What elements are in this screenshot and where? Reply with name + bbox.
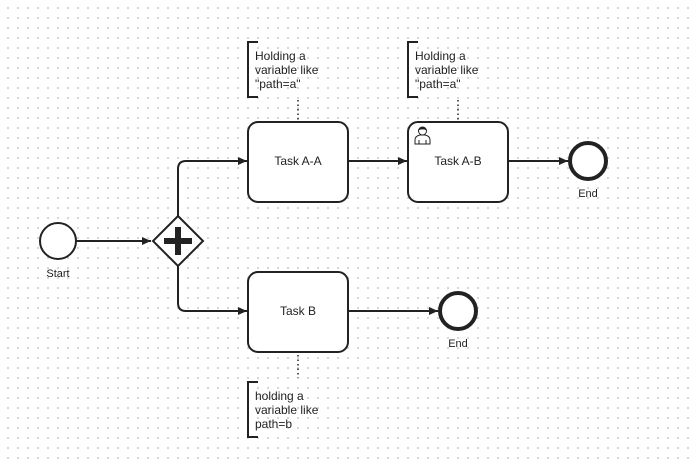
end-event-top-label: End	[578, 188, 598, 200]
parallel-gateway-plus-icon	[164, 227, 192, 255]
task-a-a-label: Task A-A	[274, 154, 321, 168]
end-event-bottom-label: End	[448, 338, 468, 350]
annotation-2-line-1: Holding a	[415, 49, 466, 63]
end-event-bottom[interactable]	[438, 291, 478, 331]
annotation-3-line-3: path=b	[255, 417, 292, 431]
annotation-3-line-2: variable like	[255, 403, 319, 417]
annotation-3-line-1: holding a	[255, 389, 304, 403]
user-task-icon	[414, 126, 431, 145]
flow-gateway-to-task-aa[interactable]	[177, 157, 247, 216]
parallel-gateway[interactable]	[151, 214, 205, 268]
text-annotation-2[interactable]: Holding a variable like "path=a"	[407, 41, 479, 98]
start-event-label: Start	[46, 268, 69, 280]
task-a-b[interactable]: Task A-B	[407, 121, 509, 203]
text-annotation-1[interactable]: Holding a variable like "path=a"	[247, 41, 319, 98]
end-event-top[interactable]	[568, 141, 608, 181]
task-b[interactable]: Task B	[247, 271, 349, 353]
annotation-1-line-3: "path=a"	[255, 77, 301, 91]
task-a-b-label: Task A-B	[434, 154, 481, 168]
start-event[interactable]	[39, 222, 77, 260]
annotation-2-line-3: "path=a"	[415, 77, 461, 91]
annotation-1-line-2: variable like	[255, 63, 319, 77]
text-annotation-3[interactable]: holding a variable like path=b	[247, 381, 319, 438]
task-b-label: Task B	[280, 304, 316, 318]
annotation-1-line-1: Holding a	[255, 49, 306, 63]
flow-gateway-to-task-b[interactable]	[177, 266, 247, 315]
annotation-2-line-2: variable like	[415, 63, 479, 77]
task-a-a[interactable]: Task A-A	[247, 121, 349, 203]
